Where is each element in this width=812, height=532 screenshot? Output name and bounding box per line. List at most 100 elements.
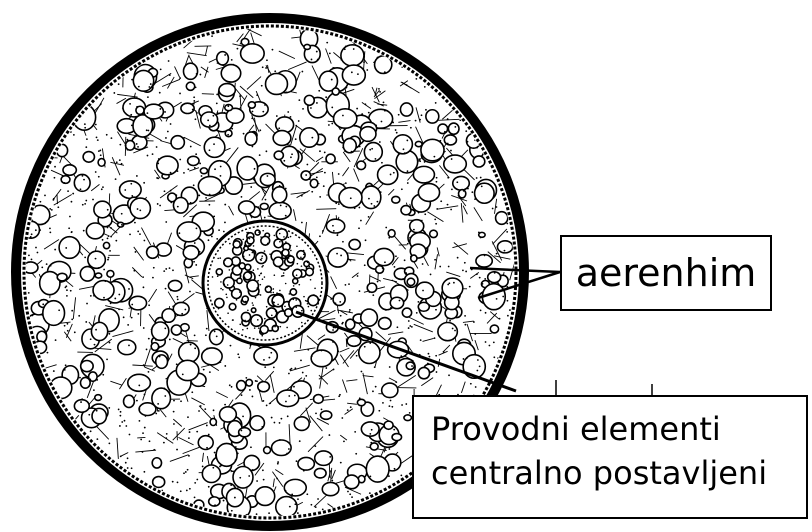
stipple-dot <box>288 395 290 397</box>
stipple-dot <box>381 162 383 164</box>
stipple-dot <box>109 342 111 344</box>
stipple-dot <box>92 199 94 201</box>
stipple-dot <box>49 208 51 210</box>
stipple-dot <box>379 456 381 458</box>
stipple-dot <box>311 59 313 61</box>
stipple-dot <box>303 254 305 256</box>
stipple-dot <box>293 299 295 301</box>
stipple-dot <box>194 334 196 336</box>
air-space <box>43 301 65 326</box>
air-space <box>188 156 199 165</box>
vessel <box>247 237 254 244</box>
stipple-dot <box>138 385 140 387</box>
air-space <box>444 155 467 173</box>
stipple-dot <box>175 194 177 196</box>
stipple-dot <box>115 240 117 242</box>
air-space <box>418 302 429 311</box>
stipple-dot <box>338 203 340 205</box>
stipple-dot <box>188 437 190 439</box>
stipple-dot <box>189 291 191 293</box>
stipple-dot <box>67 190 69 192</box>
vessel <box>304 261 309 266</box>
stipple-dot <box>194 482 196 484</box>
stipple-dot <box>339 301 341 303</box>
air-space <box>130 198 150 219</box>
stipple-dot <box>120 456 122 458</box>
air-space <box>416 282 434 299</box>
stipple-dot <box>286 327 288 329</box>
stipple-dot <box>165 137 167 139</box>
stipple-dot <box>157 403 159 405</box>
stipple-dot <box>264 276 266 278</box>
stipple-dot <box>482 283 484 285</box>
vessel <box>293 269 302 278</box>
stipple-dot <box>400 474 402 476</box>
stipple-dot <box>361 113 363 115</box>
stipple-dot <box>272 49 274 51</box>
aerenhim-label-box: aerenhim <box>560 235 772 311</box>
stipple-dot <box>369 342 371 344</box>
stipple-dot <box>418 212 420 214</box>
air-space <box>74 400 89 413</box>
stipple-dot <box>465 130 467 132</box>
air-space <box>392 434 401 441</box>
stipple-dot <box>217 275 219 277</box>
stipple-dot <box>100 154 102 156</box>
stipple-dot <box>84 127 86 129</box>
stipple-dot <box>421 114 423 116</box>
stipple-dot <box>194 167 196 169</box>
stipple-dot <box>144 394 146 396</box>
stipple-dot <box>231 259 233 261</box>
stipple-dot <box>281 275 283 277</box>
stipple-dot <box>165 268 167 270</box>
air-space <box>126 141 135 151</box>
stipple-dot <box>94 344 96 346</box>
stipple-dot <box>35 229 37 231</box>
stipple-dot <box>322 508 324 510</box>
stipple-dot <box>390 174 392 176</box>
stipple-dot <box>293 259 295 261</box>
stipple-dot <box>243 247 245 249</box>
stipple-dot <box>218 308 220 310</box>
stipple-dot <box>310 107 312 109</box>
stipple-dot <box>31 258 33 260</box>
stipple-dot <box>84 203 86 205</box>
air-space <box>162 309 175 322</box>
air-space <box>245 132 257 145</box>
stipple-dot <box>466 357 468 359</box>
stipple-dot <box>90 295 92 297</box>
stipple-dot <box>444 131 446 133</box>
stipple-dot <box>485 341 487 343</box>
air-space <box>361 309 378 326</box>
stipple-dot <box>435 309 437 311</box>
stipple-dot <box>74 331 76 333</box>
conducting-label-line1: Provodni elementi <box>431 407 806 451</box>
stipple-dot <box>54 177 56 179</box>
stipple-dot <box>137 231 139 233</box>
stipple-dot <box>319 150 321 152</box>
air-space <box>183 63 197 79</box>
stipple-dot <box>347 491 349 493</box>
stipple-dot <box>196 431 198 433</box>
stipple-dot <box>143 471 145 473</box>
stipple-dot <box>230 345 232 347</box>
stipple-dot <box>298 99 300 101</box>
air-space <box>300 128 319 147</box>
vessel <box>287 256 294 263</box>
stipple-dot <box>284 312 286 314</box>
stipple-dot <box>285 401 287 403</box>
stipple-dot <box>293 386 295 388</box>
air-space <box>239 428 251 437</box>
stipple-dot <box>504 250 506 252</box>
stipple-dot <box>279 290 281 292</box>
stipple-dot <box>187 416 189 418</box>
air-space <box>357 399 365 405</box>
stipple-dot <box>130 183 132 185</box>
stipple-dot <box>102 374 104 376</box>
stipple-dot <box>252 302 254 304</box>
stipple-dot <box>478 265 480 267</box>
stipple-dot <box>264 217 266 219</box>
stipple-dot <box>301 195 303 197</box>
stipple-dot <box>405 272 407 274</box>
stipple-dot <box>375 158 377 160</box>
